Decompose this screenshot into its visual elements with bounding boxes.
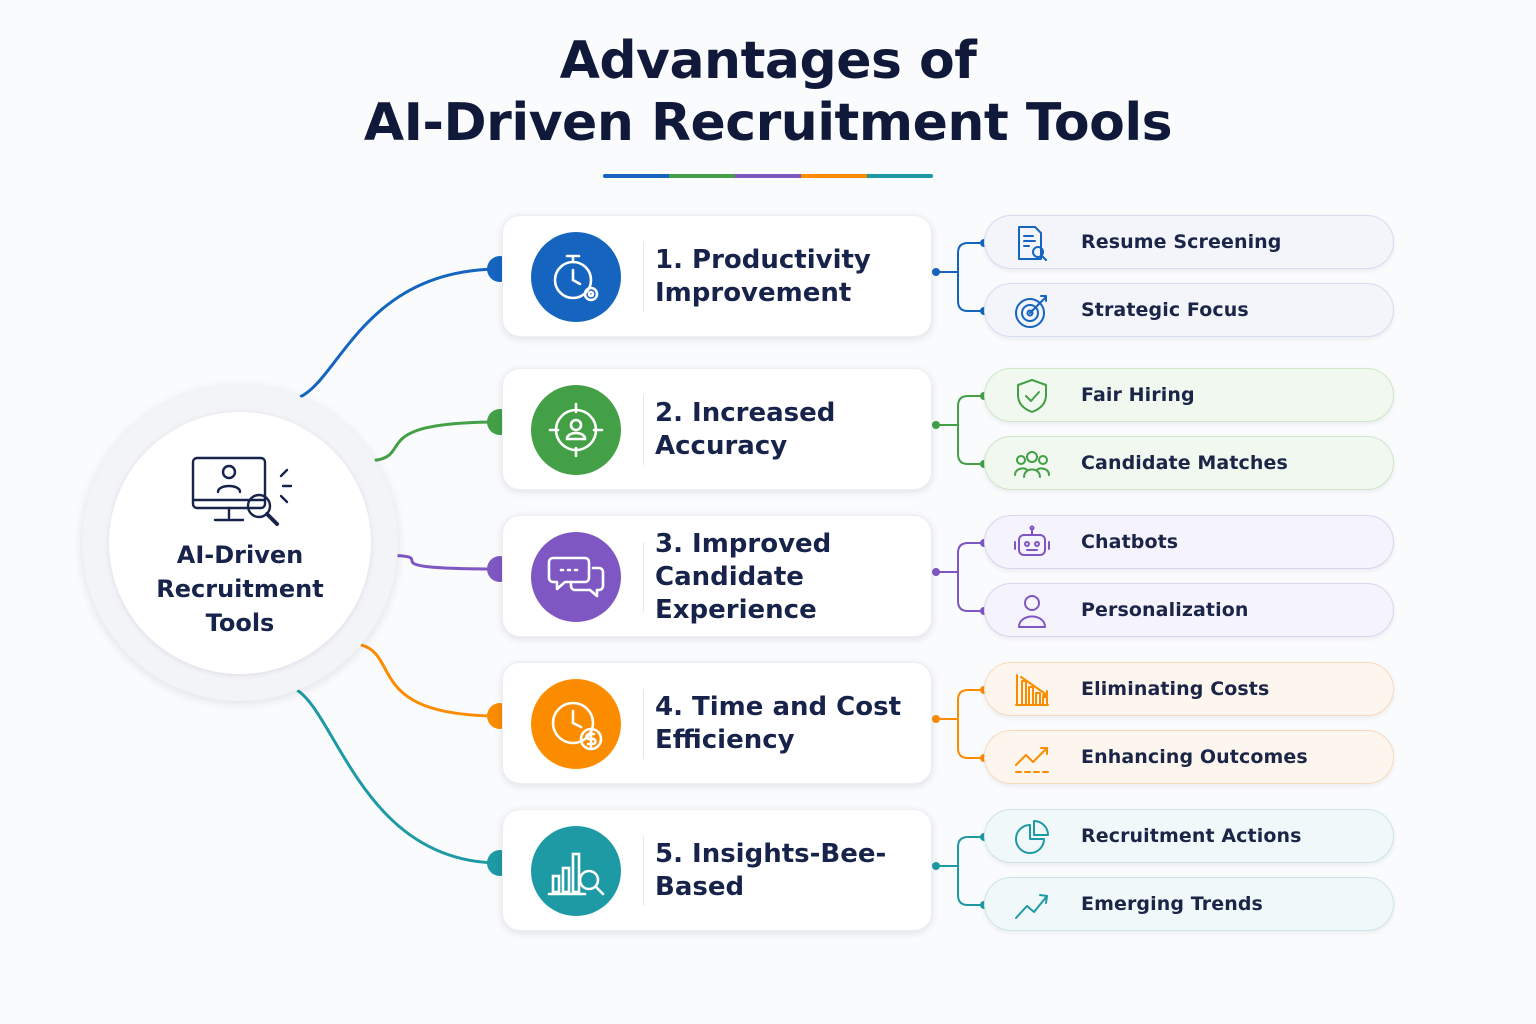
card-divider xyxy=(643,395,644,465)
robot-icon xyxy=(1014,525,1050,556)
sub-benefit-label: Resume Screening xyxy=(1081,230,1282,253)
title-underline xyxy=(603,174,933,178)
hub-connector-line xyxy=(360,643,501,718)
advantage-badge xyxy=(531,532,621,622)
card-divider xyxy=(643,689,644,759)
sub-bracket-line xyxy=(936,242,984,312)
hub-connector-line xyxy=(397,554,501,571)
sub-benefit-label: Eliminating Costs xyxy=(1081,677,1270,700)
card-divider xyxy=(643,836,644,906)
trend-line-icon xyxy=(1015,894,1048,919)
sub-benefit-pill: Fair Hiring xyxy=(984,368,1394,422)
advantage-title: 1. Productivity Improvement xyxy=(655,245,871,308)
user-icon xyxy=(1018,595,1046,628)
underline-segment xyxy=(603,174,669,178)
bracket-dot xyxy=(932,421,940,429)
card-divider xyxy=(643,242,644,312)
people-group-icon xyxy=(1014,451,1050,478)
trend-up-icon xyxy=(1015,747,1049,773)
bracket-dot xyxy=(932,568,940,576)
sub-benefit-label: Candidate Matches xyxy=(1081,451,1288,474)
chart-magnifier-icon xyxy=(547,852,605,896)
advantage-card: 2. Increased Accuracy xyxy=(502,368,932,490)
advantage-card: 4. Time and Cost Efficiency xyxy=(502,662,932,784)
clock-dollar-icon xyxy=(551,701,603,751)
page-title: Advantages of AI-Driven Recruitment Tool… xyxy=(0,30,1536,154)
advantage-badge xyxy=(531,385,621,475)
hub-connector-line xyxy=(296,689,501,865)
sub-benefit-pill: Emerging Trends xyxy=(984,877,1394,931)
advantage-badge xyxy=(531,826,621,916)
underline-segment xyxy=(867,174,933,178)
bar-chart-down-icon xyxy=(1015,674,1049,706)
stopwatch-gear-icon xyxy=(553,254,599,302)
advantage-title: 2. Increased Accuracy xyxy=(655,398,836,461)
page-title-line-2: AI-Driven Recruitment Tools xyxy=(363,93,1173,153)
document-search-icon xyxy=(1018,226,1047,261)
sub-benefit-pill: Candidate Matches xyxy=(984,436,1394,490)
target-arrow-icon xyxy=(1015,295,1047,328)
hub-connector-line xyxy=(374,420,501,462)
advantage-card: 1. Productivity Improvement xyxy=(502,215,932,337)
sub-benefit-label: Recruitment Actions xyxy=(1081,824,1302,847)
sub-benefit-label: Fair Hiring xyxy=(1081,383,1195,406)
target-person-icon xyxy=(548,402,604,458)
bracket-dot xyxy=(932,268,940,276)
hub-connector-line xyxy=(299,267,501,399)
sub-bracket-line xyxy=(936,395,984,465)
sub-benefit-label: Chatbots xyxy=(1081,530,1179,553)
sub-benefit-pill: Resume Screening xyxy=(984,215,1394,269)
sub-bracket-line xyxy=(936,542,984,612)
sub-benefit-label: Enhancing Outcomes xyxy=(1081,745,1308,768)
page-title-line-1: Advantages of xyxy=(559,31,977,91)
sub-benefit-pill: Personalization xyxy=(984,583,1394,637)
chat-bubbles-icon xyxy=(547,556,605,598)
shield-check-icon xyxy=(1017,379,1047,413)
sub-benefit-label: Emerging Trends xyxy=(1081,892,1263,915)
underline-segment xyxy=(801,174,867,178)
advantage-badge xyxy=(531,232,621,322)
pie-chart-icon xyxy=(1015,820,1049,854)
underline-segment xyxy=(735,174,801,178)
sub-benefit-label: Personalization xyxy=(1081,598,1249,621)
bracket-dot xyxy=(932,862,940,870)
advantage-card: 3. Improved Candidate Experience xyxy=(502,515,932,637)
sub-benefit-pill: Chatbots xyxy=(984,515,1394,569)
underline-segment xyxy=(669,174,735,178)
advantage-title: 4. Time and Cost Efficiency xyxy=(655,692,902,755)
advantage-title: 3. Improved Candidate Experience xyxy=(655,528,832,625)
sub-benefit-label: Strategic Focus xyxy=(1081,298,1249,321)
sub-benefit-pill: Strategic Focus xyxy=(984,283,1394,337)
bracket-dot xyxy=(932,715,940,723)
sub-benefit-pill: Eliminating Costs xyxy=(984,662,1394,716)
sub-benefit-pill: Enhancing Outcomes xyxy=(984,730,1394,784)
computer-search-icon xyxy=(191,456,293,526)
hub-label: AI-Driven Recruitment Tools xyxy=(156,541,324,637)
advantage-title: 5. Insights-Bee-Based xyxy=(655,839,887,902)
card-divider xyxy=(643,542,644,612)
sub-benefit-pill: Recruitment Actions xyxy=(984,809,1394,863)
hub-circle: AI-Driven Recruitment Tools xyxy=(109,412,371,674)
advantage-card: 5. Insights-Bee-Based xyxy=(502,809,932,931)
sub-bracket-line xyxy=(936,689,984,759)
sub-bracket-line xyxy=(936,836,984,906)
advantage-badge xyxy=(531,679,621,769)
